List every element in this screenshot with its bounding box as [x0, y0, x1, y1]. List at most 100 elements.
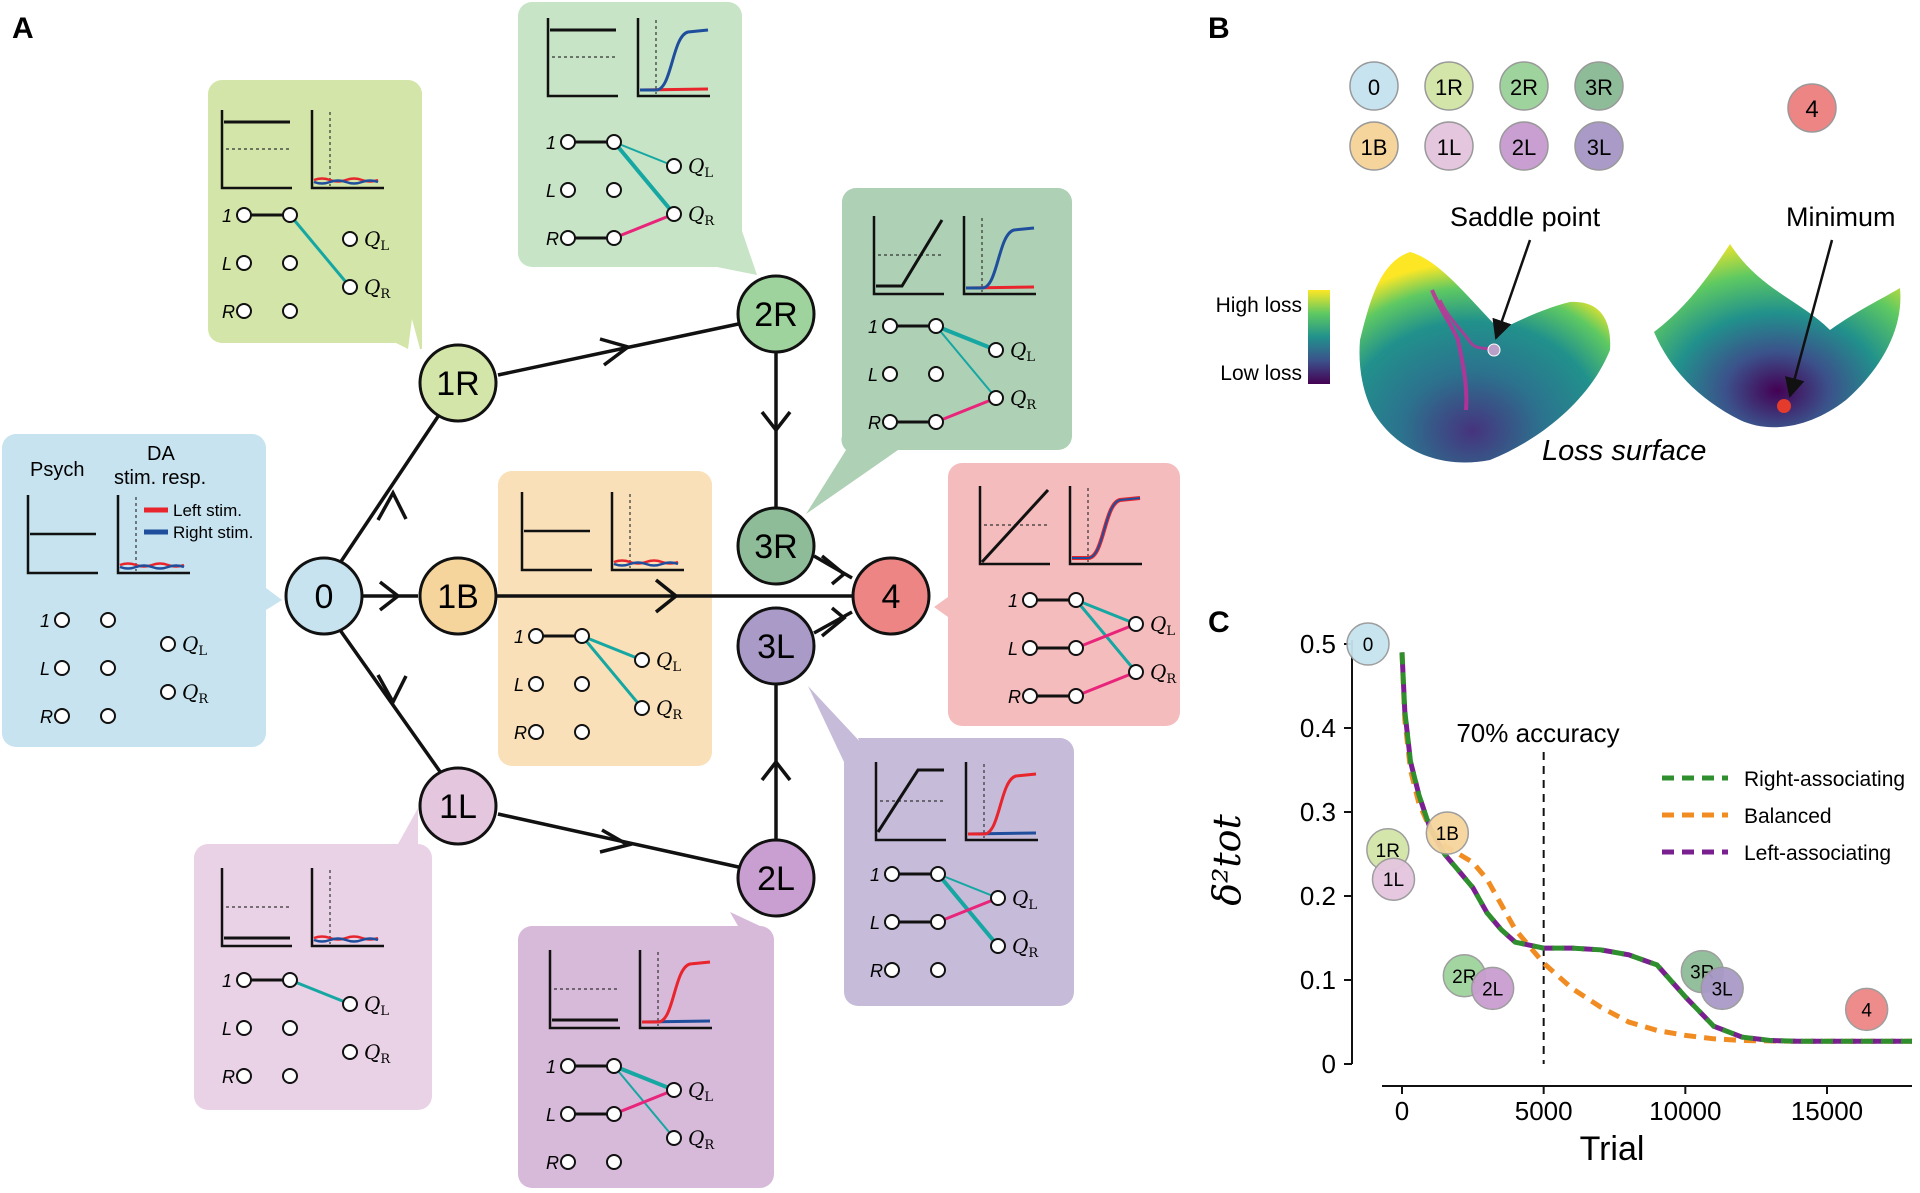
stage-marker-3l: 3L — [1700, 966, 1744, 1011]
minimum-arrow — [1785, 239, 1834, 398]
legend-node-3r: 3R — [1574, 61, 1624, 111]
svg-text:2L: 2L — [757, 860, 795, 898]
callout-box-2l — [518, 912, 774, 1188]
callout-box-3r — [806, 188, 1072, 514]
panel-b-node-4: 4 — [1787, 83, 1837, 133]
chevron-1b-4 — [654, 578, 679, 614]
svg-text:QR: QR — [688, 1126, 715, 1153]
svg-text:L: L — [222, 1019, 232, 1039]
svg-text:R: R — [546, 229, 559, 249]
svg-text:1R: 1R — [1435, 75, 1463, 100]
learning-graph-edges — [338, 321, 853, 870]
svg-text:0: 0 — [315, 578, 334, 616]
legend-node-1l: 1L — [1424, 121, 1474, 171]
mini-plots-stage-2r — [546, 18, 710, 98]
svg-text:3L: 3L — [757, 628, 795, 666]
stage0-legend: Psych DA stim. resp. Left stim. Right st… — [30, 443, 253, 542]
mini-plots — [26, 18, 1142, 1030]
svg-text:1: 1 — [222, 971, 232, 991]
svg-text:4: 4 — [1861, 1000, 1872, 1021]
mini-plots-stage-1b — [520, 492, 684, 572]
svg-text:1L: 1L — [439, 788, 477, 826]
svg-text:R: R — [222, 1067, 235, 1087]
chevron-0-1b — [378, 580, 401, 612]
callout-box-1b — [498, 471, 712, 766]
left-stim-label: Left stim. — [173, 501, 242, 520]
legend-label: Right-associating — [1744, 768, 1905, 791]
svg-text:1L: 1L — [1437, 135, 1461, 160]
y-axis-label: δ²tot — [1205, 814, 1249, 906]
x-tick-label: 0 — [1395, 1096, 1409, 1126]
edge-3l-4 — [813, 610, 853, 635]
y-tick-label: 0 — [1322, 1049, 1336, 1079]
psych-label: Psych — [30, 459, 84, 481]
svg-text:1: 1 — [1008, 591, 1018, 611]
svg-text:1: 1 — [514, 627, 524, 647]
da-label-2: stim. resp. — [114, 467, 206, 489]
node-3r: 3R — [736, 506, 816, 586]
svg-text:R: R — [868, 413, 881, 433]
mini-plots-stage-3r — [872, 216, 1036, 296]
stage-marker-1b: 1B — [1425, 811, 1470, 855]
chevron-1r-2r — [599, 337, 632, 367]
svg-text:1B: 1B — [437, 578, 479, 616]
callout-box-4 — [934, 463, 1180, 726]
legend-node-2l: 2L — [1499, 121, 1549, 171]
callout-box-2r — [518, 2, 757, 275]
panel-a-label: A — [12, 12, 34, 45]
chevron-3r-4 — [820, 554, 847, 586]
svg-text:R: R — [1008, 687, 1021, 707]
legend-node-0: 0 — [1349, 61, 1399, 111]
chevron-1l-2l — [599, 828, 633, 854]
node-2r: 2R — [736, 274, 816, 354]
svg-text:2L: 2L — [1512, 135, 1536, 160]
mini-plots-stage-1r — [220, 110, 384, 190]
right-stim-label: Right stim. — [173, 523, 253, 542]
saddle-point-label: Saddle point — [1450, 202, 1601, 232]
series-right-associating — [1399, 652, 1912, 1044]
svg-text:1: 1 — [868, 317, 878, 337]
loss-surface-label: Loss surface — [1542, 435, 1706, 467]
chevron-3l-4 — [820, 606, 847, 638]
svg-text:R: R — [40, 707, 53, 727]
stage-marker-2l: 2L — [1470, 966, 1515, 1011]
legend-node-1b: 1B — [1349, 121, 1399, 171]
svg-text:2R: 2R — [1452, 967, 1476, 988]
node-1r: 1R — [418, 343, 498, 423]
callout-box-1r — [208, 80, 422, 349]
panel-b-node-legend: 0 1R 2R 3R 1B 1L 2L 3L — [1349, 61, 1624, 171]
mini-plots-stage-2l — [548, 950, 712, 1030]
svg-text:R: R — [222, 302, 235, 322]
mini-plots-stage-0 — [26, 495, 190, 575]
legend-node-2r: 2R — [1499, 61, 1549, 111]
legend-node-1r: 1R — [1424, 61, 1474, 111]
minimum-label: Minimum — [1786, 202, 1896, 232]
legend-label: Left-associating — [1744, 842, 1891, 865]
y-tick-label: 0.3 — [1300, 797, 1336, 827]
svg-text:1B: 1B — [1361, 135, 1388, 160]
svg-text:1: 1 — [222, 206, 232, 226]
svg-text:1R: 1R — [1376, 841, 1400, 862]
callout-box-0 — [2, 434, 282, 747]
y-tick-label: 0.2 — [1300, 881, 1336, 911]
stage-marker-1l: 1L — [1371, 857, 1416, 901]
mini-plots-stage-4 — [978, 486, 1142, 566]
svg-text:0: 0 — [1363, 635, 1374, 656]
svg-text:L: L — [870, 913, 880, 933]
x-tick-label: 15000 — [1791, 1096, 1863, 1126]
svg-text:3R: 3R — [1585, 75, 1613, 100]
callout-box-1l — [194, 808, 432, 1110]
svg-text:2R: 2R — [754, 296, 797, 334]
loss-colorbar — [1308, 290, 1330, 384]
circuit-diagrams: 1LRQLQR1LRQLQR1LRQLQR1LRQLQR1LRQLQR1LRQL… — [40, 133, 1177, 1173]
stage-marker-0: 0 — [1346, 622, 1390, 666]
svg-text:3L: 3L — [1587, 135, 1611, 160]
svg-text:2L: 2L — [1482, 979, 1503, 1000]
